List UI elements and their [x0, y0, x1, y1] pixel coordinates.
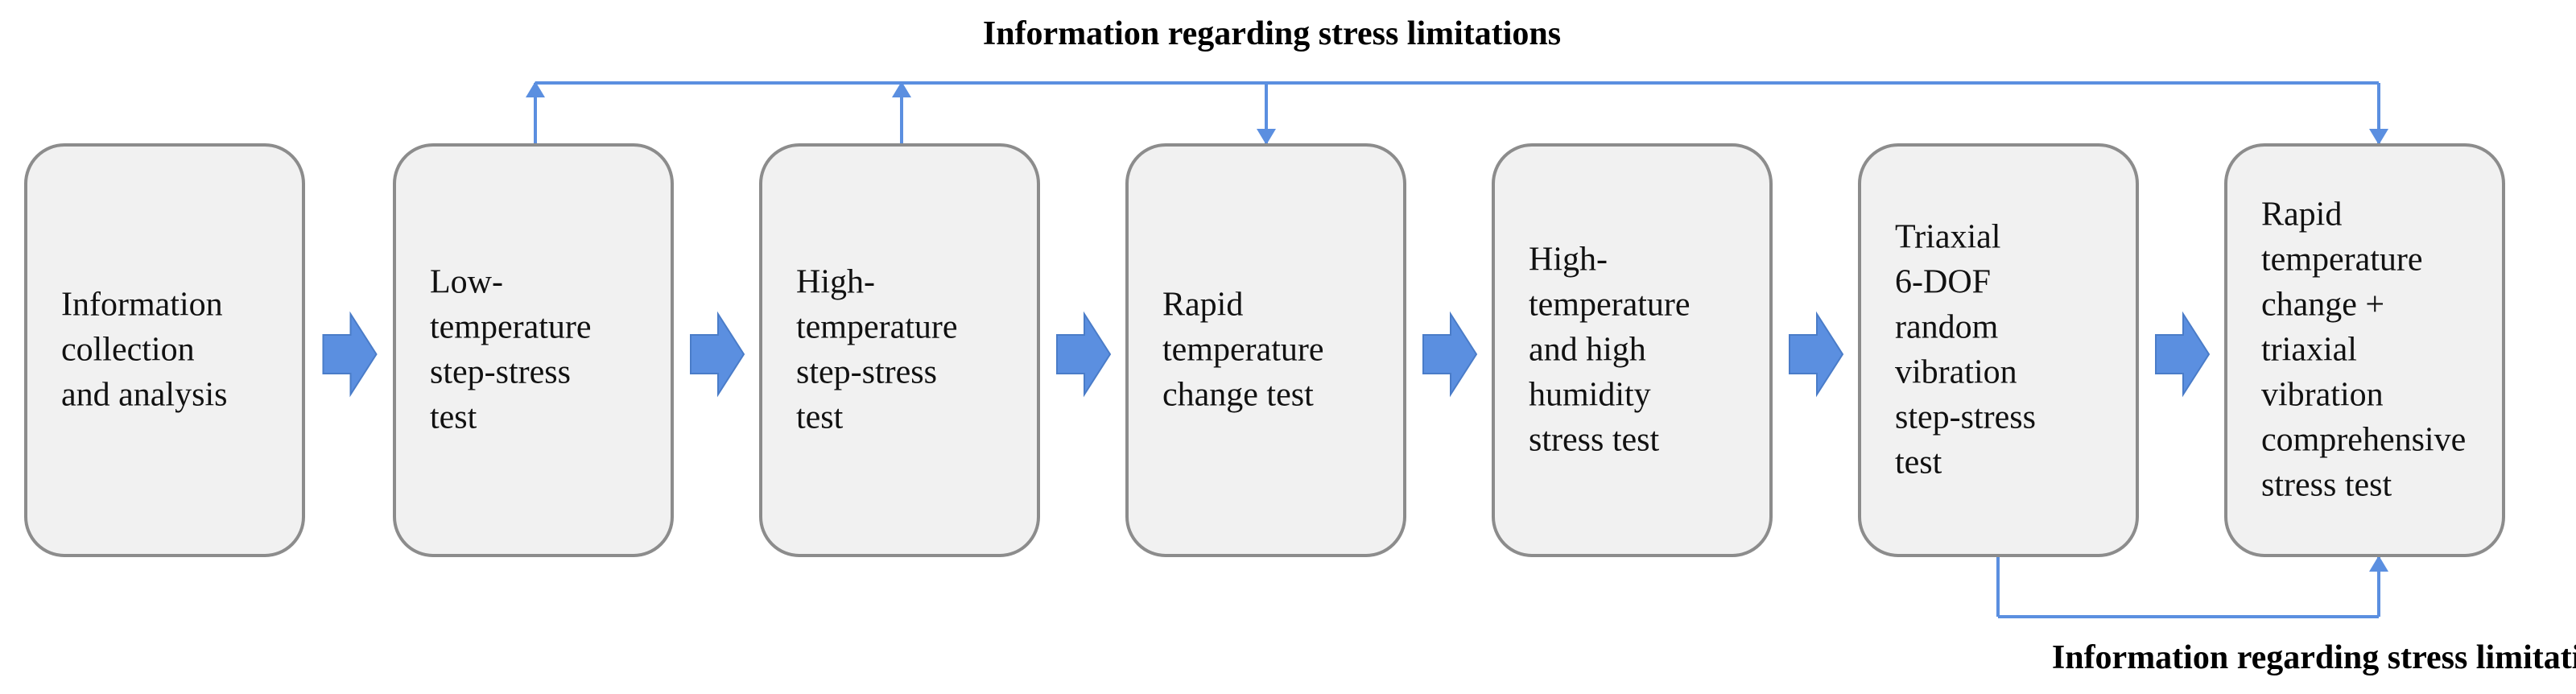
process-step-1: Information collection and analysis [24, 143, 305, 557]
flow-arrow-icon [1422, 311, 1478, 398]
flow-arrow-icon [1789, 311, 1844, 398]
process-step-label-line: change + [2261, 286, 2384, 323]
up-arrowhead-icon [2369, 556, 2388, 572]
process-step-label-line: Triaxial [1895, 218, 2000, 255]
bottom-feedback-label: Information regarding stress limitations [2052, 639, 2576, 676]
process-step-label-line: Rapid [2261, 196, 2342, 233]
process-steps: Information collection and analysis Low-tem… [24, 143, 2505, 557]
process-step-label-line: triaxial [2261, 331, 2357, 368]
process-box [393, 143, 674, 557]
process-step-label-line: vibration [2261, 376, 2384, 413]
flow-arrow-icon [2155, 311, 2211, 398]
process-box [1125, 143, 1406, 557]
feedback-lines [526, 81, 2388, 618]
process-box [1858, 143, 2139, 557]
process-step-3: High-temperature step-stress test [759, 143, 1040, 557]
down-arrowhead-icon [1257, 129, 1276, 145]
top-feedback-label: Information regarding stress limitations [983, 15, 1561, 52]
process-box [1492, 143, 1773, 557]
process-step-label-line: High- [1529, 241, 1608, 278]
process-step-label-line: step-stress [1895, 399, 2036, 436]
process-step-label-line: temperature [796, 308, 958, 345]
process-step-label-line: High- [796, 263, 875, 300]
process-step-label-line: temperature [1162, 331, 1324, 368]
up-arrowhead-icon [892, 81, 911, 97]
flow-arrows [322, 311, 2211, 398]
process-step-label-line: test [430, 399, 477, 436]
process-step-label-line: 6-DOF [1895, 263, 1991, 300]
process-step-5: High-temperature and high humidity stress t… [1492, 143, 1773, 557]
process-step-label-line: step-stress [430, 353, 571, 390]
up-arrowhead-icon [526, 81, 545, 97]
process-step-label-line: temperature [430, 308, 592, 345]
process-step-label-line: vibration [1895, 353, 2017, 390]
process-step-label-line: Low- [430, 263, 503, 300]
process-step-label-line: Information [61, 286, 223, 323]
process-step-6: Triaxial 6-DOF random vibration step-stress t… [1858, 143, 2139, 557]
process-box [759, 143, 1040, 557]
process-step-label-line: temperature [2261, 241, 2423, 278]
process-step-label-line: stress test [1529, 421, 1659, 458]
process-step-label-line: humidity [1529, 376, 1651, 413]
flow-arrow-icon [322, 311, 378, 398]
process-step-label-line: and high [1529, 331, 1646, 368]
process-box [2224, 143, 2505, 557]
process-step-label-line: collection [61, 331, 195, 368]
flow-arrow-icon [690, 311, 745, 398]
process-step-label-line: stress test [2261, 466, 2392, 503]
process-step-2: Low-temperature step-stress test [393, 143, 674, 557]
process-step-label-line: random [1895, 308, 1999, 345]
down-arrowhead-icon [2369, 129, 2388, 145]
process-step-label-line: test [1895, 444, 1942, 481]
process-step-label-line: step-stress [796, 353, 937, 390]
process-step-label-line: test [796, 399, 844, 436]
process-box [24, 143, 305, 557]
process-step-4: Rapid temperature change test [1125, 143, 1406, 557]
process-step-label-line: change test [1162, 376, 1314, 413]
flow-arrow-icon [1056, 311, 1112, 398]
process-step-label-line: temperature [1529, 286, 1690, 323]
process-step-label-line: Rapid [1162, 286, 1243, 323]
process-step-7: Rapid temperature change + triaxial vibratio… [2224, 143, 2505, 557]
process-step-label-line: and analysis [61, 376, 227, 413]
process-step-label-line: comprehensive [2261, 421, 2466, 458]
